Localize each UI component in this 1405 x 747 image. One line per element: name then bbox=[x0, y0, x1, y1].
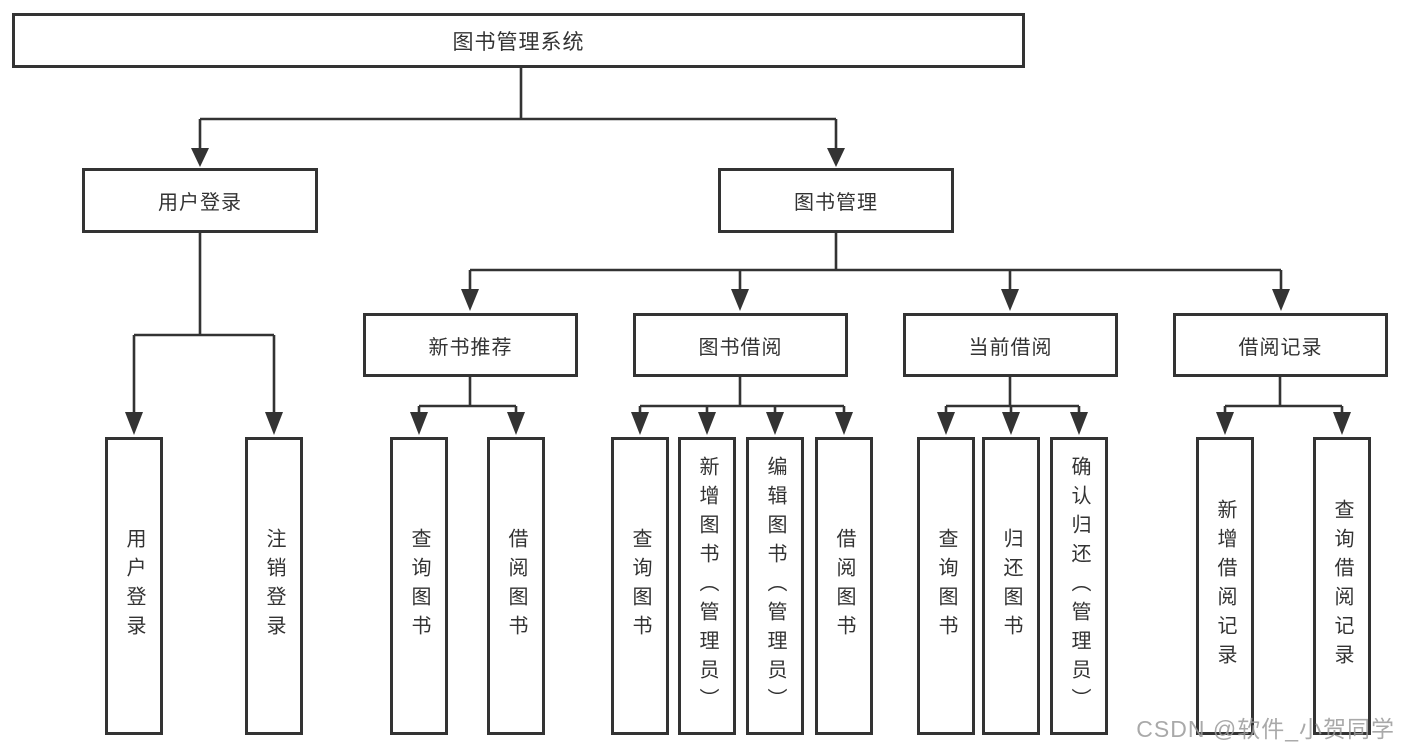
node-book-management: 图书管理 bbox=[718, 168, 954, 233]
leaf-logout: 注销登录 bbox=[245, 437, 303, 735]
arrowhead-icon bbox=[1333, 412, 1351, 435]
node-new-book-recommend: 新书推荐 bbox=[363, 313, 578, 377]
leaf-records-query-record: 查询借阅记录 bbox=[1313, 437, 1371, 735]
arrowhead-icon bbox=[1070, 412, 1088, 435]
arrowhead-icon bbox=[1272, 289, 1290, 311]
connector-recommend-to-leaves bbox=[410, 377, 525, 435]
node-borrow-records: 借阅记录 bbox=[1173, 313, 1388, 377]
arrowhead-icon bbox=[698, 412, 716, 435]
node-user-login: 用户登录 bbox=[82, 168, 318, 233]
leaf-current-return-books: 归还图书 bbox=[982, 437, 1040, 735]
arrowhead-icon bbox=[835, 412, 853, 435]
arrowhead-icon bbox=[766, 412, 784, 435]
arrowhead-icon bbox=[191, 148, 209, 167]
connector-bookmgmt-to-level3 bbox=[461, 233, 1290, 311]
leaf-recommend-borrow-books: 借阅图书 bbox=[487, 437, 545, 735]
leaf-borrow-borrow-books: 借阅图书 bbox=[815, 437, 873, 735]
csdn-watermark: CSDN @软件_小贺同学 bbox=[1136, 716, 1395, 742]
leaf-current-query-books: 查询图书 bbox=[917, 437, 975, 735]
connector-root-to-level2 bbox=[191, 66, 845, 167]
arrowhead-icon bbox=[410, 412, 428, 435]
node-current-borrowing: 当前借阅 bbox=[903, 313, 1118, 377]
arrowhead-icon bbox=[937, 412, 955, 435]
leaf-user-login: 用户登录 bbox=[105, 437, 163, 735]
arrowhead-icon bbox=[827, 148, 845, 167]
connector-borrow-to-leaves bbox=[631, 377, 853, 435]
connector-current-to-leaves bbox=[937, 377, 1088, 435]
arrowhead-icon bbox=[125, 412, 143, 435]
leaf-current-confirm-return-admin: 确认归还（管理员） bbox=[1050, 437, 1108, 735]
leaf-recommend-query-books: 查询图书 bbox=[390, 437, 448, 735]
arrowhead-icon bbox=[265, 412, 283, 435]
arrowhead-icon bbox=[1216, 412, 1234, 435]
connector-records-to-leaves bbox=[1216, 377, 1351, 435]
arrowhead-icon bbox=[731, 289, 749, 311]
node-book-borrowing: 图书借阅 bbox=[633, 313, 848, 377]
leaf-borrow-add-books-admin: 新增图书（管理员） bbox=[678, 437, 736, 735]
arrowhead-icon bbox=[631, 412, 649, 435]
arrowhead-icon bbox=[1002, 412, 1020, 435]
leaf-borrow-edit-books-admin: 编辑图书（管理员） bbox=[746, 437, 804, 735]
arrowhead-icon bbox=[1001, 289, 1019, 311]
node-library-management-system: 图书管理系统 bbox=[12, 13, 1025, 68]
connector-userlogin-to-leaves bbox=[125, 233, 283, 435]
arrowhead-icon bbox=[461, 289, 479, 311]
arrowhead-icon bbox=[507, 412, 525, 435]
leaf-borrow-query-books: 查询图书 bbox=[611, 437, 669, 735]
leaf-records-add-record: 新增借阅记录 bbox=[1196, 437, 1254, 735]
